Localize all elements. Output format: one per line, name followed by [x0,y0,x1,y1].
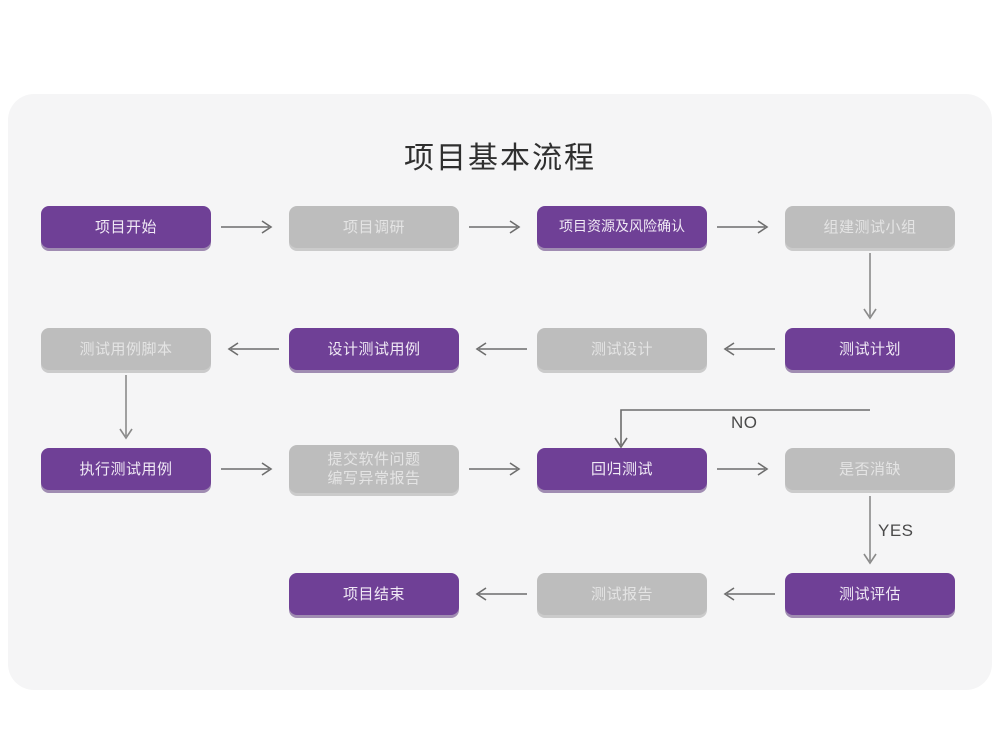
arrow-down-icon [118,375,134,445]
branch-label-no: NO [731,413,758,432]
node-project-research[interactable]: 项目调研 [289,206,459,248]
arrow-right-icon [469,461,527,477]
arrow-right-icon [469,219,527,235]
node-label: 项目调研 [342,217,405,236]
no-branch-connector [614,409,870,449]
node-label: 项目结束 [342,584,405,603]
node-label: 项目资源及风险确认 [559,218,685,235]
node-test-design[interactable]: 测试设计 [537,328,707,370]
node-label: 测试报告 [590,584,653,603]
node-test-case-script[interactable]: 测试用例脚本 [41,328,211,370]
node-project-start[interactable]: 项目开始 [41,206,211,248]
arrow-right-icon [221,461,279,477]
node-label: 测试设计 [590,339,653,358]
arrow-left-icon [717,586,775,602]
node-label: 项目开始 [94,217,157,236]
node-label: 测试评估 [838,584,901,603]
node-label: 设计测试用例 [327,339,421,358]
node-defect-cleared-decision[interactable]: 是否消缺 [785,448,955,490]
node-label: 执行测试用例 [79,459,173,478]
node-regression-test[interactable]: 回归测试 [537,448,707,490]
arrow-down-icon [862,253,878,325]
node-test-report[interactable]: 测试报告 [537,573,707,615]
node-label: 提交软件问题 编写异常报告 [327,450,421,487]
arrow-left-icon [469,341,527,357]
node-label: 组建测试小组 [823,217,917,236]
node-label: 回归测试 [590,459,653,478]
page-title: 项目基本流程 [404,141,596,176]
node-design-test-case[interactable]: 设计测试用例 [289,328,459,370]
arrow-left-icon [469,586,527,602]
node-execute-test-case[interactable]: 执行测试用例 [41,448,211,490]
node-label: 测试用例脚本 [79,339,173,358]
node-label: 是否消缺 [838,459,901,478]
node-test-plan[interactable]: 测试计划 [785,328,955,370]
arrow-right-icon [717,461,775,477]
node-project-end[interactable]: 项目结束 [289,573,459,615]
node-build-test-team[interactable]: 组建测试小组 [785,206,955,248]
branch-label-yes: YES [878,521,914,540]
arrow-left-icon [221,341,279,357]
arrow-down-icon [862,496,878,570]
node-test-evaluation[interactable]: 测试评估 [785,573,955,615]
node-submit-issue-report[interactable]: 提交软件问题 编写异常报告 [289,445,459,493]
node-resource-risk-confirm[interactable]: 项目资源及风险确认 [537,206,707,248]
arrow-right-icon [717,219,775,235]
arrow-left-icon [717,341,775,357]
node-label: 测试计划 [838,339,901,358]
arrow-right-icon [221,219,279,235]
